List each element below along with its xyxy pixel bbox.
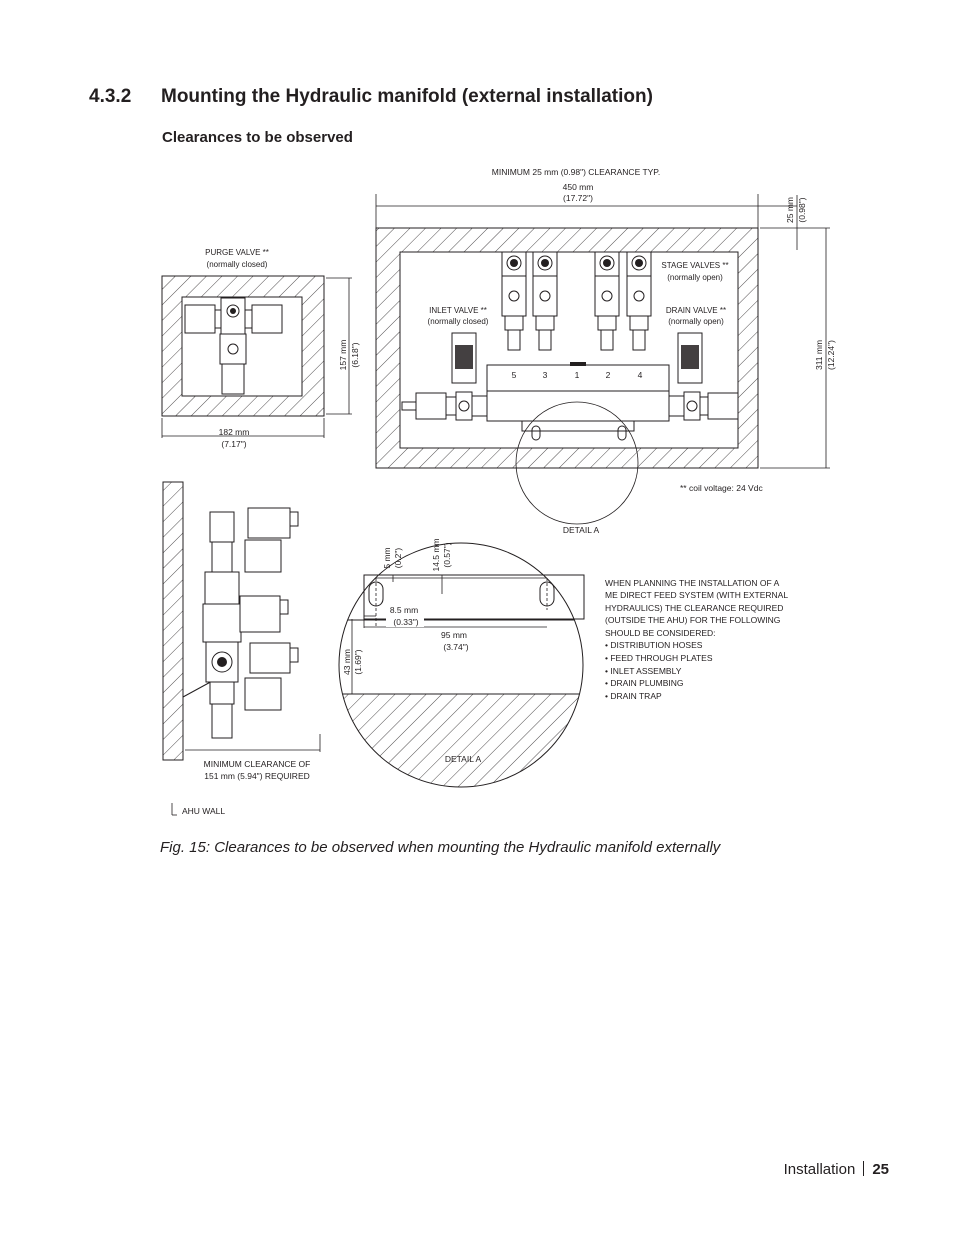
min-clearance-line-2: 151 mm (5.94") REQUIRED <box>204 771 310 781</box>
planning-line: • DRAIN TRAP <box>605 691 662 701</box>
side-height-mm-label: 157 mm <box>338 340 348 371</box>
min-clearance-line-1: MINIMUM CLEARANCE OF <box>204 759 311 769</box>
dim-95mm: 95 mm <box>441 630 467 640</box>
planning-notes: WHEN PLANNING THE INSTALLATION OF A ME D… <box>605 578 788 701</box>
drain-valve-state: (normally open) <box>668 317 724 326</box>
planning-line: • DRAIN PLUMBING <box>605 678 684 688</box>
section-title: Mounting the Hydraulic manifold (externa… <box>161 86 653 107</box>
valve-number: 1 <box>575 370 580 380</box>
planning-line: (OUTSIDE THE AHU) FOR THE FOLLOWING <box>605 615 780 625</box>
ahu-wall-label: AHU WALL <box>182 806 225 816</box>
dim-5mm: 5 mm <box>382 547 392 568</box>
dim-5mm-in: (0.2") <box>393 548 403 569</box>
dim-43mm-in: (1.69") <box>353 649 363 674</box>
subheading: Clearances to be observed <box>162 129 353 146</box>
stage-valves-label: STAGE VALVES ** <box>661 261 728 270</box>
dim-8-5mm-in: (0.33") <box>393 617 418 627</box>
detail-a-label-bottom: DETAIL A <box>445 754 482 764</box>
planning-line: HYDRAULICS) THE CLEARANCE REQUIRED <box>605 603 783 613</box>
planning-line: ME DIRECT FEED SYSTEM (WITH EXTERNAL <box>605 590 788 600</box>
planning-line: • INLET ASSEMBLY <box>605 666 682 676</box>
page-number: 25 <box>872 1161 889 1178</box>
page-footer: Installation 25 <box>784 1161 889 1178</box>
figure-caption: Fig. 15: Clearances to be observed when … <box>160 839 721 856</box>
gap-in-label: (0.98") <box>797 197 807 222</box>
dim-43mm: 43 mm <box>342 649 352 675</box>
valve-number: 4 <box>638 370 643 380</box>
valve-number: 5 <box>512 370 517 380</box>
side-height-in-label: (6.18") <box>350 342 360 367</box>
purge-valve-label: PURGE VALVE ** <box>205 248 269 257</box>
planning-line: • DISTRIBUTION HOSES <box>605 640 703 650</box>
height-mm-label: 311 mm <box>814 340 824 370</box>
footer-separator <box>863 1161 865 1176</box>
stage-valves-state: (normally open) <box>667 273 723 282</box>
clearance-top-label: MINIMUM 25 mm (0.98") CLEARANCE TYP. <box>492 167 661 177</box>
height-in-label: (12.24") <box>826 340 836 370</box>
inlet-valve-state: (normally closed) <box>428 317 489 326</box>
dim-14-5mm-in: (0.57") <box>442 542 452 567</box>
side-width-mm-label: 182 mm <box>219 427 250 437</box>
dim-14-5mm: 14.5 mm <box>431 538 441 571</box>
planning-line: SHOULD BE CONSIDERED: <box>605 628 716 638</box>
valve-number: 2 <box>606 370 611 380</box>
dim-8-5mm: 8.5 mm <box>390 605 418 615</box>
width-in-label: (17.72") <box>563 193 593 203</box>
planning-line: WHEN PLANNING THE INSTALLATION OF A <box>605 578 780 588</box>
planning-line: • FEED THROUGH PLATES <box>605 653 713 663</box>
width-mm-label: 450 mm <box>563 182 594 192</box>
drain-valve-label: DRAIN VALVE ** <box>666 306 726 315</box>
valve-number: 3 <box>543 370 548 380</box>
purge-valve-state: (normally closed) <box>207 260 268 269</box>
inlet-valve-label: INLET VALVE ** <box>429 306 487 315</box>
coil-note: ** coil voltage: 24 Vdc <box>680 483 763 493</box>
side-width-in-label: (7.17") <box>221 439 246 449</box>
dim-95mm-in: (3.74") <box>443 642 468 652</box>
footer-section: Installation <box>783 1161 856 1178</box>
gap-mm-label: 25 mm <box>785 197 795 223</box>
detail-a-label-top: DETAIL A <box>563 525 600 535</box>
section-number: 4.3.2 <box>89 86 132 107</box>
